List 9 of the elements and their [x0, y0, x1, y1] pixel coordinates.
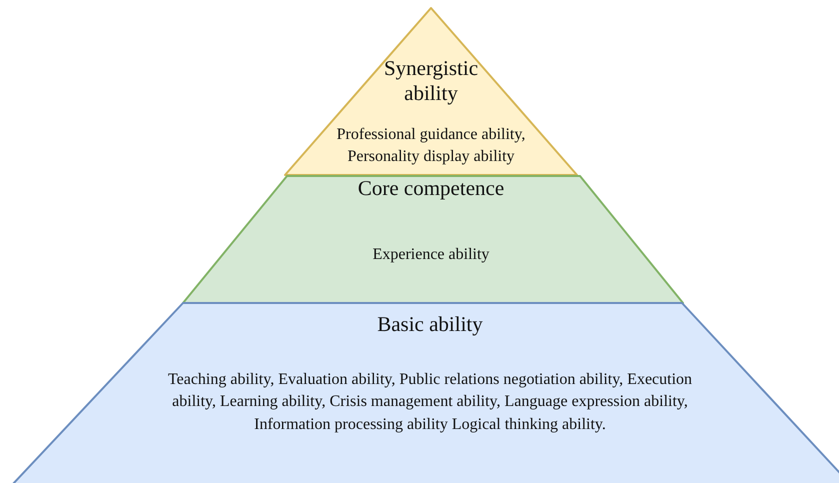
- tier-heading: Core competence: [356, 176, 506, 202]
- pyramid-tier: [10, 302, 839, 483]
- tier-description: Experience ability: [372, 245, 490, 265]
- pyramid-tier: [181, 175, 685, 304]
- pyramid-apex: [281, 6, 581, 177]
- tier-heading: Synergistic ability: [382, 56, 480, 106]
- tier-heading: Basic ability: [376, 312, 484, 338]
- tier-description: Professional guidance ability, Personality display ability: [336, 125, 526, 168]
- tier-description: Teaching ability, Evaluation ability, Public relations negotiation ability, Execution ability, Learning ability, Crisis management ability, Language expression ability, Information processing ability Logical thinking ability.: [166, 370, 694, 435]
